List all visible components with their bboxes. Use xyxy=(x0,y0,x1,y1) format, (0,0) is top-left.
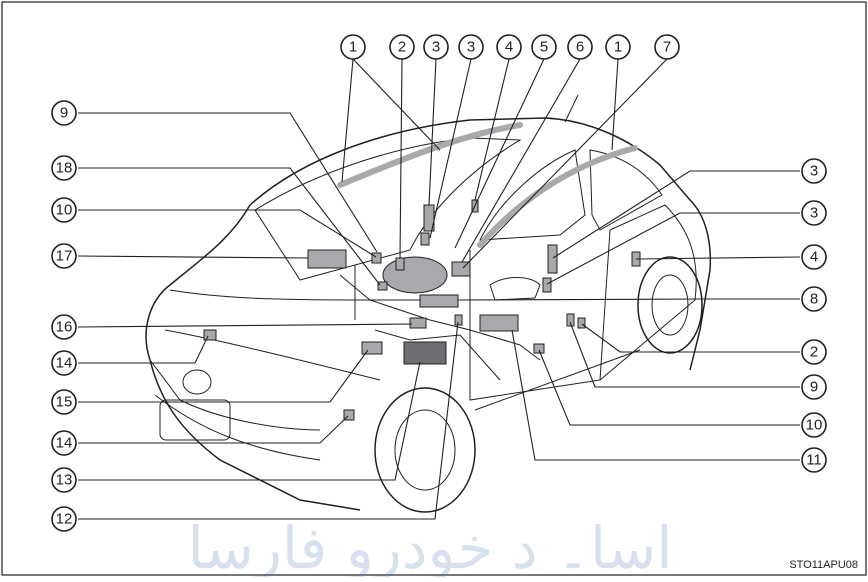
callout-circle xyxy=(51,389,77,415)
callout-group: 1 2 3 3 4 5 6 1 7 9 18 10 17 16 14 15 14 xyxy=(51,34,827,532)
car-illustration xyxy=(145,94,712,513)
callout-number: 10 xyxy=(806,417,823,434)
component-8 xyxy=(419,294,459,308)
callout-number: 4 xyxy=(810,249,818,266)
component-13 xyxy=(403,341,447,365)
callout-number: 1 xyxy=(349,39,357,56)
callout-circle xyxy=(801,447,827,473)
callout-circle xyxy=(423,34,449,60)
callout-number: 15 xyxy=(56,394,73,411)
watermark-text: اسا۔ د خودرو فارسا xyxy=(188,514,673,577)
callout-number: 7 xyxy=(663,39,671,56)
component-12 xyxy=(454,314,463,326)
callout-number: 8 xyxy=(810,291,818,308)
callout-circle xyxy=(51,506,77,532)
component-2b xyxy=(577,317,586,329)
callout-number: 4 xyxy=(505,39,513,56)
component-9a xyxy=(371,252,382,264)
callout-circle xyxy=(801,158,827,184)
callout-number: 3 xyxy=(810,163,818,180)
callout-circle xyxy=(801,200,827,226)
component-14a xyxy=(203,329,217,341)
callout-number: 9 xyxy=(60,105,68,122)
airbag-components xyxy=(203,199,641,421)
callout-number: 1 xyxy=(614,39,622,56)
component-16 xyxy=(409,317,427,329)
callout-circle xyxy=(51,243,77,269)
callout-circle xyxy=(801,244,827,270)
component-3d xyxy=(542,277,552,293)
figure-code: STO11APU08 xyxy=(789,559,858,571)
component-9b xyxy=(566,313,575,327)
component-17 xyxy=(307,249,347,269)
leader-lines xyxy=(77,58,801,520)
callout-number: 11 xyxy=(806,452,822,469)
callout-circle xyxy=(801,412,827,438)
callout-number: 2 xyxy=(810,344,818,361)
callout-number: 14 xyxy=(56,355,73,372)
callout-number: 3 xyxy=(432,39,440,56)
callout-number: 3 xyxy=(467,39,475,56)
callout-number: 16 xyxy=(56,319,73,336)
callout-circle xyxy=(51,350,77,376)
callout-number: 12 xyxy=(56,511,73,528)
callout-circle xyxy=(51,197,77,223)
callout-circle xyxy=(51,430,77,456)
callout-circle xyxy=(340,34,366,60)
component-5-steering-airbag xyxy=(382,256,448,294)
callout-circle xyxy=(801,286,827,312)
callout-number: 5 xyxy=(540,39,548,56)
component-15 xyxy=(361,341,383,355)
callout-number: 3 xyxy=(810,205,818,222)
callout-number: 10 xyxy=(56,202,73,219)
component-11 xyxy=(479,314,519,332)
callout-circle xyxy=(654,34,680,60)
callout-number: 2 xyxy=(398,39,406,56)
component-3c xyxy=(547,244,558,274)
callout-circle xyxy=(567,34,593,60)
callout-circle xyxy=(51,155,77,181)
callout-circle xyxy=(51,100,77,126)
callout-circle xyxy=(51,314,77,340)
callout-circle xyxy=(51,467,77,493)
component-3b xyxy=(420,232,430,246)
callout-circle xyxy=(531,34,557,60)
callout-circle xyxy=(605,34,631,60)
callout-circle xyxy=(801,374,827,400)
callout-number: 6 xyxy=(576,39,584,56)
component-10a xyxy=(377,281,388,291)
callout-circle xyxy=(496,34,522,60)
callout-number: 17 xyxy=(56,248,73,265)
callout-number: 18 xyxy=(56,160,73,177)
component-2a xyxy=(395,257,405,271)
callout-number: 9 xyxy=(810,379,818,396)
component-14b xyxy=(343,409,355,421)
component-10b xyxy=(533,343,545,354)
callout-circle xyxy=(458,34,484,60)
callout-number: 14 xyxy=(56,435,73,452)
callout-circle xyxy=(801,339,827,365)
callout-circle xyxy=(389,34,415,60)
callout-number: 13 xyxy=(56,472,73,489)
